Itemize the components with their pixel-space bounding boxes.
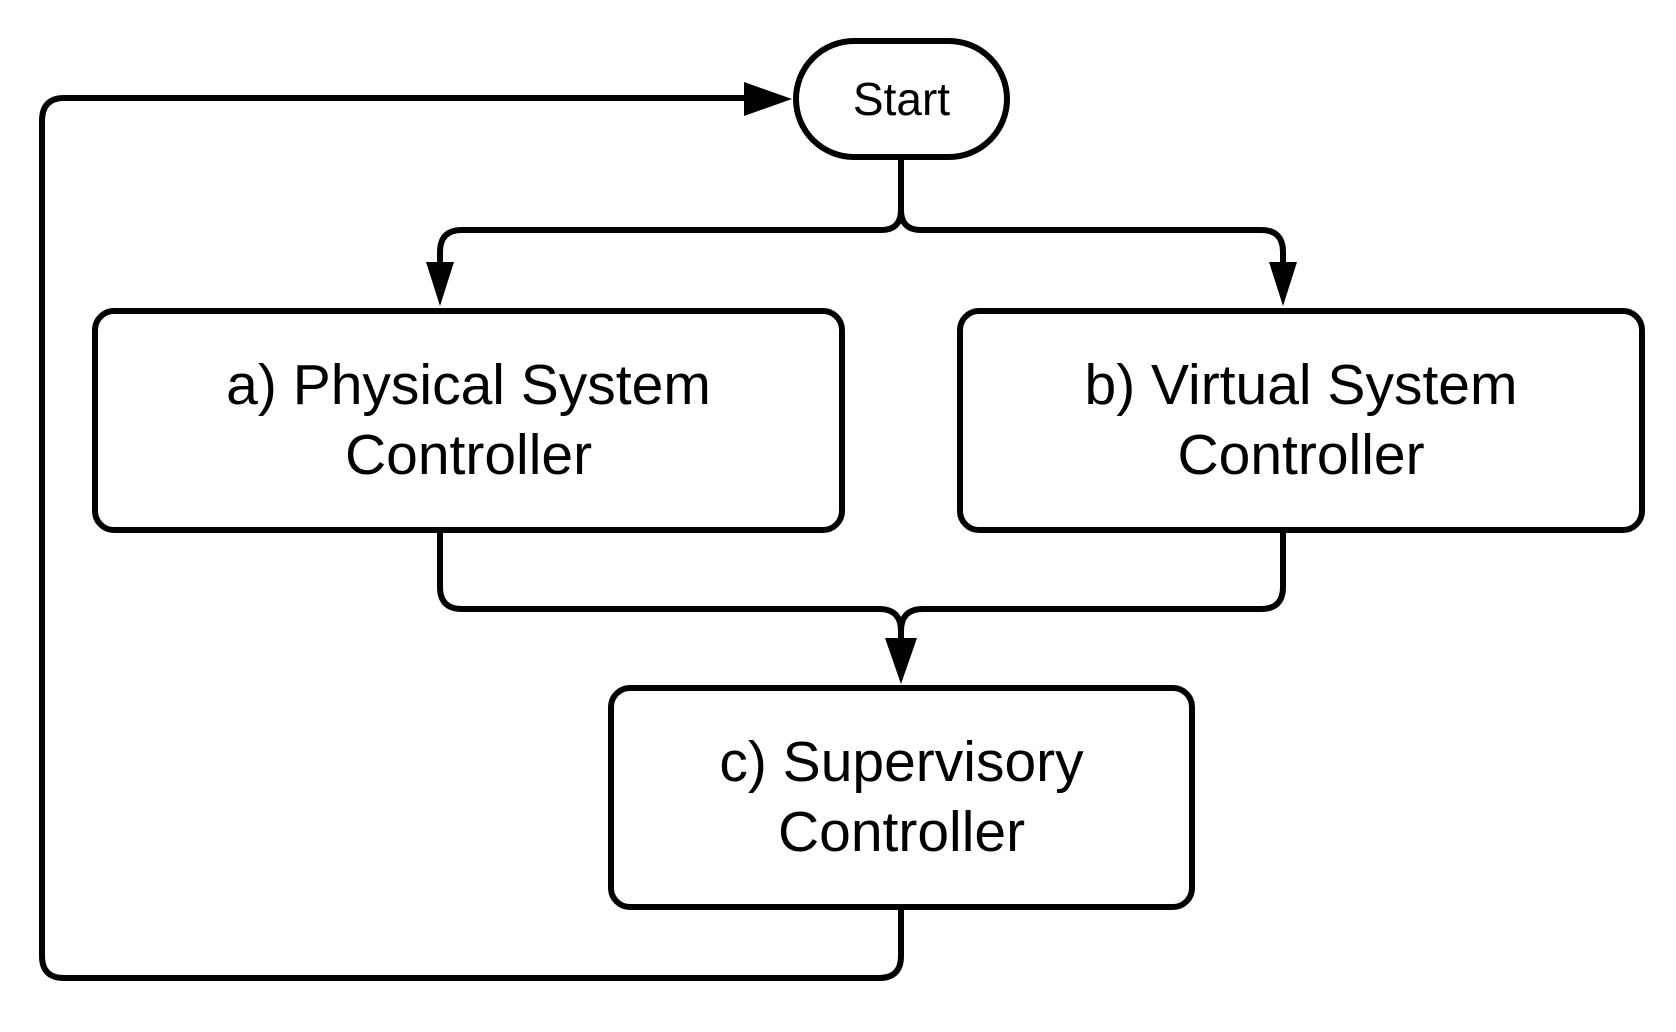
edge-physical-to-supervisory	[437, 528, 904, 642]
node-start: Start	[793, 38, 1010, 160]
node-virtual-label-line1: b) Virtual System	[1084, 352, 1518, 417]
node-physical-system-controller: a) Physical System Controller	[92, 308, 845, 533]
node-virtual-system-controller: b) Virtual System Controller	[957, 308, 1645, 533]
node-physical-label-line1: a) Physical System	[226, 352, 711, 417]
arrowhead-down-physical-icon	[426, 262, 454, 306]
node-start-label: Start	[852, 73, 951, 125]
edge-supervisory-to-start	[39, 95, 904, 981]
arrowhead-right-start-icon	[744, 82, 792, 116]
node-supervisory-label-line1: c) Supervisory	[719, 729, 1084, 794]
edge-virtual-to-supervisory	[898, 528, 1286, 642]
node-supervisory-controller: c) Supervisory Controller	[608, 685, 1195, 910]
arrowhead-down-virtual-icon	[1269, 262, 1297, 306]
edge-start-to-virtual	[898, 150, 1286, 266]
arrowhead-down-supervisory-icon	[885, 638, 917, 684]
node-physical-label-line2: Controller	[344, 422, 593, 487]
edge-start-to-physical	[437, 150, 904, 266]
node-virtual-label-line2: Controller	[1177, 422, 1425, 487]
node-supervisory-label-line2: Controller	[777, 799, 1026, 864]
